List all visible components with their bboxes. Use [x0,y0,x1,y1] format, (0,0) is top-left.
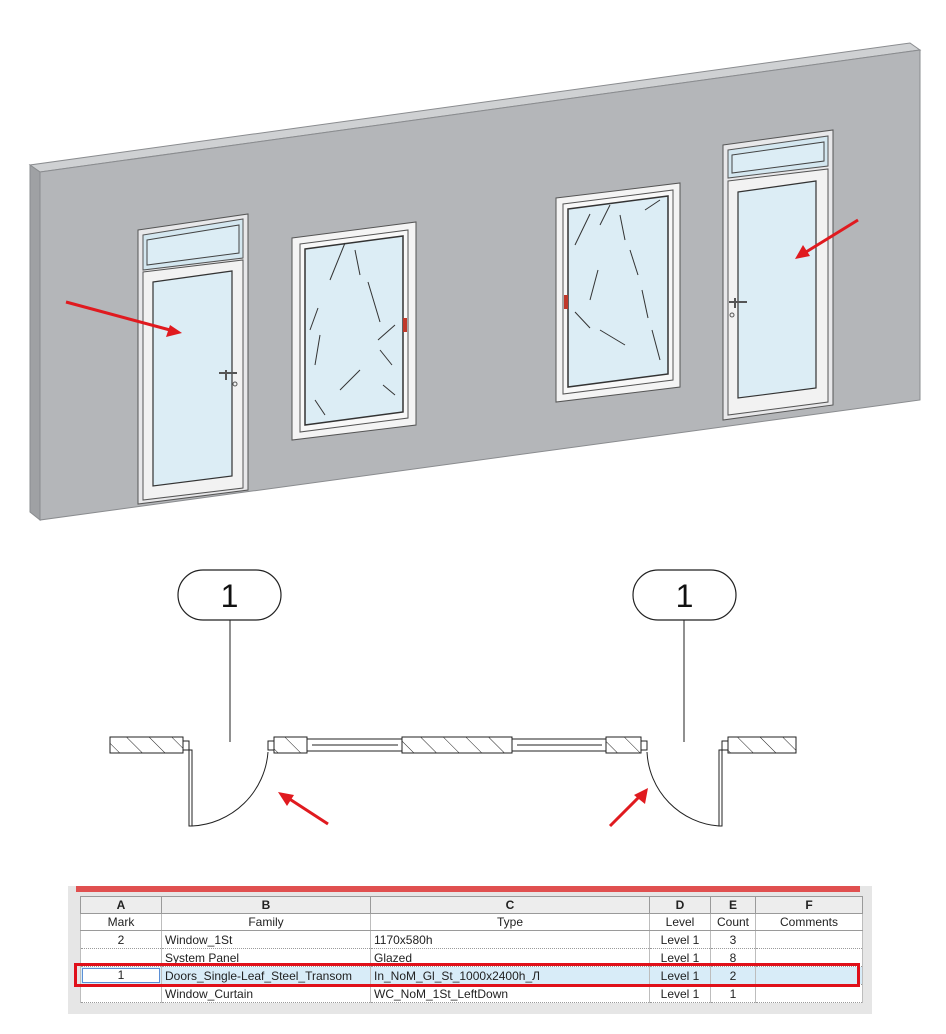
mark-cell[interactable]: 2 [80,930,162,949]
door-tag-right[interactable]: 1 [632,569,737,742]
wall-front-face [39,49,921,521]
window-plan [306,738,607,752]
level-cell[interactable]: Level 1 [649,948,711,967]
column-header[interactable]: Level [649,913,711,931]
family-cell[interactable]: Window_1St [161,930,371,949]
isometric-wall-view [28,42,922,522]
count-cell[interactable]: 2 [710,966,756,985]
column-letter[interactable]: C [370,896,650,914]
window-handle-icon [403,318,407,332]
column-header[interactable]: Mark [80,913,162,931]
family-cell[interactable]: Window_Curtain [161,984,371,1003]
table-row[interactable]: 2 Window_1St 1170x580h Level 1 3 [80,930,863,949]
arrow-icon [65,300,182,337]
type-cell[interactable]: In_NoM_Gl_St_1000x2400h_Л [370,966,650,985]
column-letter[interactable]: F [755,896,863,914]
comments-cell[interactable] [755,930,863,949]
door-swing-left [188,749,269,827]
count-cell[interactable]: 8 [710,948,756,967]
door-right[interactable] [722,129,834,421]
column-letter-row: A B C D E F [80,896,863,914]
table-row-selected[interactable]: 1 Doors_Single-Leaf_Steel_Transom In_NoM… [80,966,863,985]
comments-cell[interactable] [755,966,863,985]
comments-cell[interactable] [755,948,863,967]
level-cell[interactable]: Level 1 [649,984,711,1003]
wall-segment [109,736,797,754]
arrow-icon [278,792,329,826]
mark-edit-field[interactable]: 1 [82,968,160,983]
comments-cell[interactable] [755,984,863,1003]
arrow-icon [608,788,648,828]
schedule-top-bar [76,886,860,892]
window-right[interactable] [555,182,681,403]
arrow-icon [795,218,859,259]
column-header[interactable]: Comments [755,913,863,931]
type-cell[interactable]: Glazed [370,948,650,967]
wall-side-face [29,164,41,522]
count-cell[interactable]: 3 [710,930,756,949]
column-letter[interactable]: E [710,896,756,914]
door-handle-icon [729,298,747,318]
table-row[interactable]: Window_Curtain WC_NoM_1St_LeftDown Level… [80,984,863,1003]
window-handle-icon [564,295,568,309]
door-tag-left[interactable]: 1 [177,569,282,742]
mark-cell-editing[interactable]: 1 [80,966,162,985]
level-cell[interactable]: Level 1 [649,966,711,985]
door-swing-right [646,749,723,827]
door-tag-label: 1 [676,578,694,614]
column-letter[interactable]: B [161,896,371,914]
door-tag-label: 1 [221,578,239,614]
window-left[interactable] [291,221,417,441]
count-cell[interactable]: 1 [710,984,756,1003]
level-cell[interactable]: Level 1 [649,930,711,949]
column-header[interactable]: Count [710,913,756,931]
type-cell[interactable]: 1170x580h [370,930,650,949]
column-header[interactable]: Family [161,913,371,931]
header-row: Mark Family Type Level Count Comments [80,913,863,931]
family-cell[interactable]: Doors_Single-Leaf_Steel_Transom [161,966,371,985]
mark-cell[interactable] [80,948,162,967]
column-letter[interactable]: A [80,896,162,914]
type-cell[interactable]: WC_NoM_1St_LeftDown [370,984,650,1003]
column-letter[interactable]: D [649,896,711,914]
door-window-schedule: A B C D E F Mark Family Type Level Count… [80,896,863,1003]
column-header[interactable]: Type [370,913,650,931]
mark-cell[interactable] [80,984,162,1003]
table-row[interactable]: System Panel Glazed Level 1 8 [80,948,863,967]
family-cell[interactable]: System Panel [161,948,371,967]
door-handle-icon [219,370,238,387]
door-left[interactable] [137,213,249,505]
plan-view: 1 1 [109,569,797,828]
